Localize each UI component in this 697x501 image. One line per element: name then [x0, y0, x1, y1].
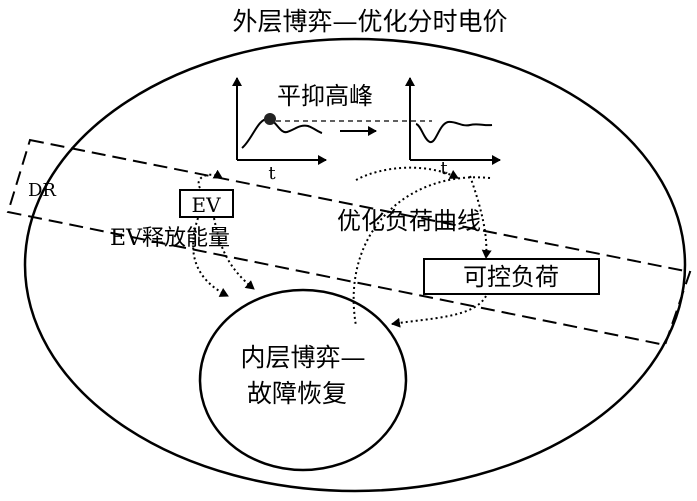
optimize-curve-label: 优化负荷曲线 [337, 207, 481, 235]
axis-t-right: t [440, 158, 448, 179]
inner-game-line1: 内层博弈— [240, 343, 365, 372]
controllable-lower-arrow [392, 296, 486, 324]
dr-label: DR [28, 180, 56, 201]
outer-game-title: 外层博弈—优化分时电价 [232, 7, 507, 36]
controllable-to-inner-arrow [354, 177, 490, 326]
inner-game-line2: 故障恢复 [247, 379, 347, 408]
peak-point-marker [264, 113, 276, 125]
ev-release-label: EV释放能量 [110, 226, 230, 251]
axis-t-left: t [268, 163, 276, 184]
ev-box-label: EV [191, 193, 221, 217]
peak-shaving-label: 平抑高峰 [277, 82, 373, 110]
controllable-load-label: 可控负荷 [463, 263, 559, 291]
flattened-load-chart [410, 78, 500, 160]
